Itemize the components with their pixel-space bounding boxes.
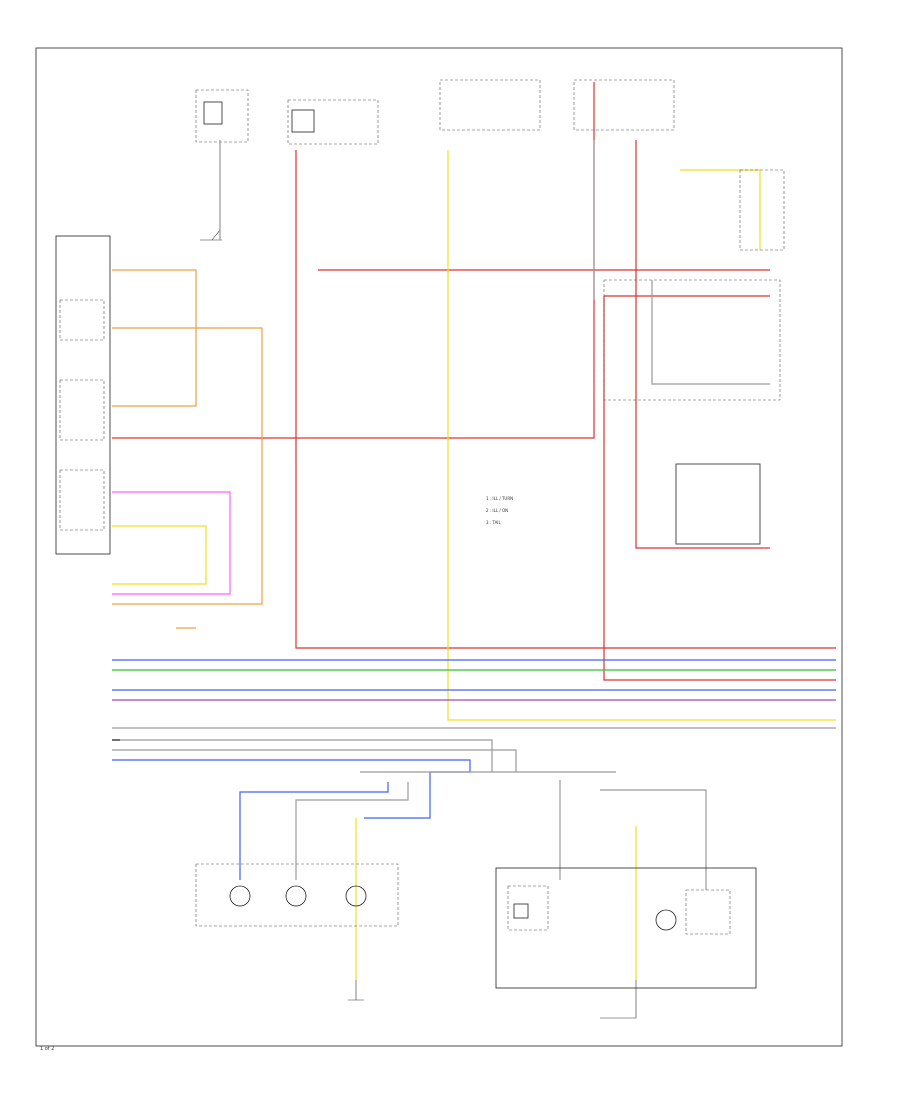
control-module-chip (513, 903, 529, 919)
data-bus-connector (675, 463, 761, 545)
fuse-box-4 (573, 79, 675, 131)
wire-gray-2 (112, 749, 517, 772)
top-fuse-boxes (195, 79, 675, 241)
switch-element-2 (59, 379, 105, 441)
wire-orange-1 (112, 269, 197, 407)
wire-blue-bottom (112, 759, 471, 819)
fuse-box-2 (287, 99, 379, 145)
switch-element-1 (59, 299, 105, 341)
fuse-1 (203, 101, 223, 125)
left-headlamp-assembly (195, 863, 399, 927)
wire-red-brake (603, 296, 836, 681)
ground-symbol-left (348, 980, 364, 1001)
wires (112, 82, 836, 980)
ground-wire-right (600, 980, 637, 1019)
right-headlamp-assembly (495, 867, 757, 989)
wire-gray-right-lamp-2 (600, 789, 707, 890)
wire-gray-left-lamp (295, 782, 409, 880)
wire-pink (112, 491, 231, 595)
legend-line-1: 1 : ILL / TURN (486, 496, 513, 501)
control-module-block (507, 885, 549, 931)
wire-orange-2 (112, 327, 263, 605)
center-legend: 1 : ILL / TURN 2 : ILL / ON 3 : TAIL (486, 496, 513, 525)
instrument-cluster-block (739, 169, 785, 251)
lamp-bulb-2 (285, 885, 307, 907)
wire-gray-top-right (651, 280, 770, 385)
legend-line-3: 3 : TAIL (486, 520, 501, 525)
page-frame (35, 47, 843, 1047)
right-components (603, 169, 785, 545)
wire-red-main (295, 150, 836, 649)
fuse-2 (291, 109, 315, 133)
wire-blue-left-lamp (239, 782, 389, 880)
bottom-lamps (195, 863, 757, 1019)
wire-gray-1 (112, 739, 493, 772)
light-switch-box (55, 235, 111, 555)
legend-line-2: 2 : ILL / ON (486, 508, 508, 513)
switch-element-3 (59, 469, 105, 531)
wire-yellow-main (447, 150, 836, 721)
wire-yellow-top-right (680, 169, 761, 250)
lamp-bulb-4 (655, 909, 677, 931)
wire-fuse1-down (211, 140, 221, 241)
light-switch-module (55, 235, 111, 555)
wire-yellow-switch (112, 525, 207, 585)
brake-switch-area (603, 279, 781, 401)
wire-red-row-2 (112, 82, 595, 439)
fuse-box-3 (439, 79, 541, 131)
wire-red-right-vertical (635, 140, 770, 549)
lamp-bulb-3 (345, 885, 367, 907)
page-number: 1 of 2 (40, 1046, 54, 1052)
lamp-bulb-1 (229, 885, 251, 907)
fuse-box-1 (195, 89, 249, 143)
right-lamp-block (685, 889, 731, 935)
